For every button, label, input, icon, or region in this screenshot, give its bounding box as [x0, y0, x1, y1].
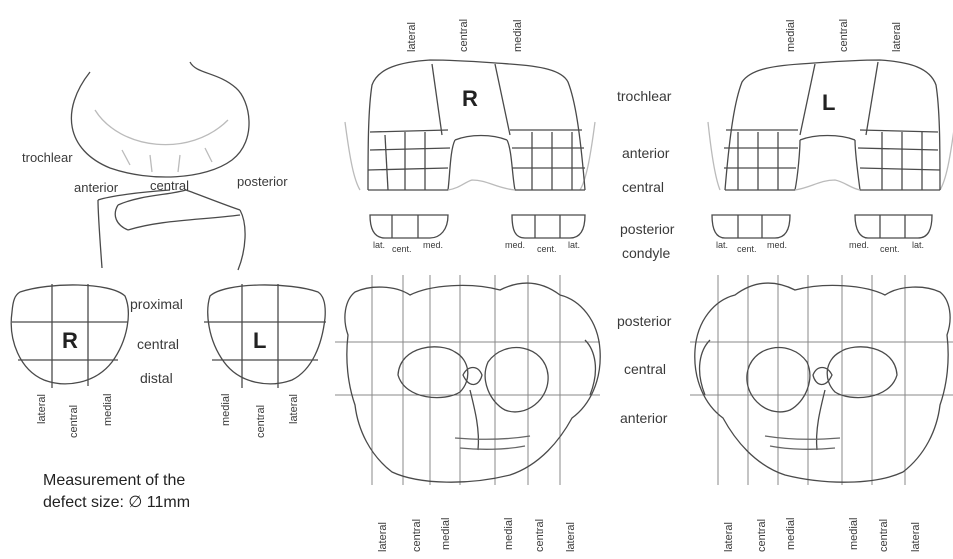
femur-right-condyle-med: med.	[423, 240, 443, 250]
femur-right-condyle-lat-2: lat.	[568, 240, 580, 250]
femur-left-col-lateral: lateral	[891, 22, 903, 52]
femur-right-col-central: central	[458, 19, 470, 52]
row-central-label: central	[622, 179, 664, 195]
tibia-left	[690, 275, 953, 485]
patella-side-anterior-label: anterior	[74, 180, 118, 195]
femur-left-condyle-med: med.	[767, 240, 787, 250]
patella-side-view	[71, 62, 249, 270]
femur-left-condyle-med-2: med.	[849, 240, 869, 250]
patella-left-col-medial: medial	[220, 394, 232, 426]
measurement-line-1: Measurement of the	[43, 470, 190, 492]
patella-central-label: central	[137, 336, 179, 352]
patella-left-col-lateral: lateral	[288, 394, 300, 424]
patella-right-col-central: central	[68, 405, 80, 438]
femur-left-condyle-cent-2: cent.	[880, 244, 900, 254]
patella-side-central-label: central	[150, 178, 189, 193]
patella-left-letter: L	[253, 328, 266, 354]
femur-right-letter: R	[462, 86, 478, 112]
tibia-row-posterior-label: posterior	[617, 313, 671, 329]
measurement-note: Measurement of the defect size: ∅ 11mm	[43, 470, 190, 514]
patella-right-letter: R	[62, 328, 78, 354]
tibia-row-central-label: central	[624, 361, 666, 377]
femur-right-condyle-cent: cent.	[392, 244, 412, 254]
row-posterior-label: posterior	[620, 221, 674, 237]
tibia-right-col-medial-2: medial	[503, 518, 515, 550]
tibia-row-anterior-label: anterior	[620, 410, 667, 426]
row-condyle-label: condyle	[622, 245, 670, 261]
row-trochlear-label: trochlear	[617, 88, 671, 104]
femur-right-condyle-cent-2: cent.	[537, 244, 557, 254]
tibia-right-col-lateral: lateral	[377, 522, 389, 552]
femur-left-col-central: central	[838, 19, 850, 52]
tibia-right-col-lateral-2: lateral	[565, 522, 577, 552]
tibia-right-col-medial: medial	[440, 518, 452, 550]
tibia-left-col-central-2: central	[878, 519, 890, 552]
femur-left-letter: L	[822, 90, 835, 116]
patella-proximal-label: proximal	[130, 296, 183, 312]
femur-right-col-lateral: lateral	[406, 22, 418, 52]
tibia-right-col-central: central	[411, 519, 423, 552]
femur-left-col-medial: medial	[785, 20, 797, 52]
tibia-right-col-central-2: central	[534, 519, 546, 552]
tibia-left-col-lateral: lateral	[723, 522, 735, 552]
patella-left-col-central: central	[255, 405, 267, 438]
femur-left-condyle-lat: lat.	[716, 240, 728, 250]
tibia-left-col-central: central	[756, 519, 768, 552]
tibia-right	[335, 275, 600, 485]
row-anterior-label: anterior	[622, 145, 669, 161]
patella-side-posterior-label: posterior	[237, 174, 288, 189]
femur-left	[708, 60, 953, 238]
femur-left-condyle-lat-2: lat.	[912, 240, 924, 250]
patella-right-col-lateral: lateral	[36, 394, 48, 424]
femur-right-condyle-lat: lat.	[373, 240, 385, 250]
measurement-line-2: defect size: ∅ 11mm	[43, 492, 190, 514]
tibia-left-col-medial-2: medial	[848, 518, 860, 550]
femur-right-condyle-med-2: med.	[505, 240, 525, 250]
patella-right-col-medial: medial	[102, 394, 114, 426]
tibia-left-col-lateral-2: lateral	[910, 522, 922, 552]
patella-side-trochlear-label: trochlear	[22, 150, 73, 165]
patella-distal-label: distal	[140, 370, 173, 386]
femur-left-condyle-cent: cent.	[737, 244, 757, 254]
tibia-left-col-medial: medial	[785, 518, 797, 550]
femur-right-col-medial: medial	[512, 20, 524, 52]
